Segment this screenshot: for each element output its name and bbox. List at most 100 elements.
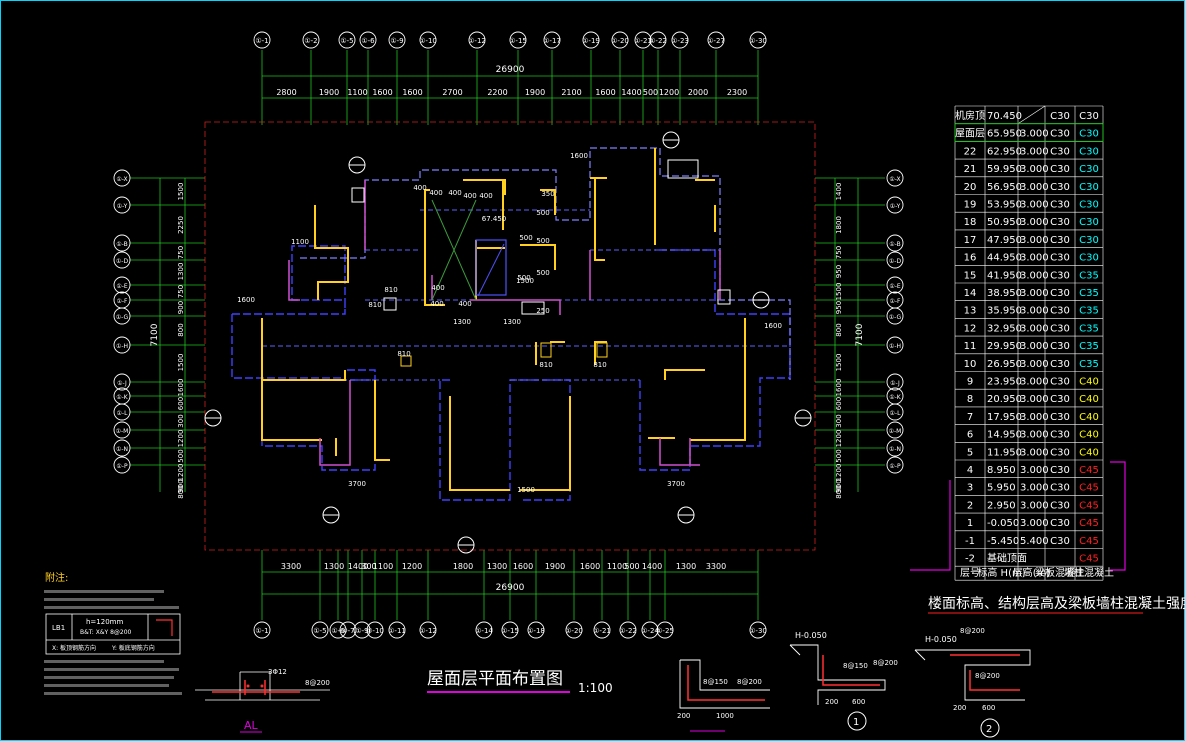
table-floor: 7 — [967, 412, 973, 423]
dim-bottom: 500 — [624, 562, 639, 571]
dim-right: 1400 — [835, 183, 843, 201]
axis-bubble-bottom — [619, 621, 637, 639]
table-height: 3.000 — [1020, 447, 1049, 458]
table-beam-grade: C30 — [1050, 447, 1070, 458]
axis-label-right: ①-D — [889, 258, 902, 265]
axis-label-bottom: ①-25 — [656, 627, 674, 635]
axis-bubble-bottom — [656, 621, 674, 639]
axis-bubble-bottom — [366, 621, 384, 639]
legend-y: Y: 板底钢筋方向 — [111, 644, 155, 652]
plan-label: 500 — [536, 269, 549, 277]
table-height: 3.000 — [1020, 200, 1049, 211]
table-height: 3.000 — [1020, 359, 1049, 370]
plan-label: 3700 — [348, 480, 366, 488]
axis-label-bottom: ①-5 — [313, 627, 326, 635]
dim-top: 1600 — [402, 88, 422, 97]
table-beam-grade: C30 — [1050, 500, 1070, 511]
axis-label-top: ①-9 — [390, 37, 403, 45]
table-beam-grade: C30 — [1050, 483, 1070, 494]
dim-bottom: 1600 — [580, 562, 600, 571]
table-floor: 1 — [967, 518, 973, 529]
axis-bubble-bottom — [641, 621, 659, 639]
dim-top: 1600 — [372, 88, 392, 97]
table-beam-grade: C30 — [1050, 377, 1070, 388]
table-elev: 35.950 — [987, 306, 1022, 317]
table-beam-grade: C30 — [1050, 129, 1070, 140]
table-beam-grade: C30 — [1050, 146, 1070, 157]
table-height: 3.000 — [1020, 270, 1049, 281]
dim-top: 1900 — [319, 88, 339, 97]
axis-bubble-right — [886, 234, 904, 252]
plan-label: 500 — [519, 234, 532, 242]
table-elev: 基础顶面 — [987, 552, 1027, 565]
axis-label-top: ①-12 — [468, 37, 486, 45]
axis-label-right: ①-K — [889, 394, 902, 401]
dim-bottom: 1400 — [642, 562, 662, 571]
plan-label: 400 — [430, 300, 443, 308]
table-beam-grade: C30 — [1050, 200, 1070, 211]
table-beam-grade: C30 — [1050, 518, 1070, 529]
axis-bubble-bottom — [749, 621, 767, 639]
axis-label-right: ①-M — [889, 428, 902, 435]
dim-right: 1200 — [835, 430, 843, 448]
table-floor: 8 — [967, 394, 973, 405]
dim-right: 500 — [835, 449, 843, 462]
dim-left: 1200 — [177, 464, 185, 482]
table-height: 3.000 — [1020, 377, 1049, 388]
table-height: 3.000 — [1020, 430, 1049, 441]
table-elev: 44.950 — [987, 253, 1022, 264]
axis-bubble-top — [543, 31, 561, 49]
dim-right: 800 — [835, 323, 843, 336]
table-column-grade: C35 — [1079, 323, 1099, 334]
axis-label-top: ①-1 — [255, 37, 268, 45]
table-elev: 17.950 — [987, 412, 1022, 423]
note-line — [44, 692, 182, 695]
axis-label-right: ①-E — [889, 283, 901, 290]
table-column-grade: C40 — [1079, 430, 1099, 441]
plan-label: 400 — [448, 189, 461, 197]
table-elev: 56.950 — [987, 182, 1022, 193]
axis-bubble-bottom — [475, 621, 493, 639]
table-beam-grade: C30 — [1050, 253, 1070, 264]
plan-label: 400 — [413, 184, 426, 192]
dim-bottom: 3300 — [706, 562, 726, 571]
detail-2-number: 2 — [986, 724, 992, 735]
table-elev: 38.950 — [987, 288, 1022, 299]
table-elev: 65.950 — [987, 129, 1022, 140]
axis-label-left: ①-F — [117, 298, 129, 305]
detail-parapet-rebar-b: 8@200 — [737, 678, 762, 686]
axis-label-top: ①-23 — [671, 37, 689, 45]
table-column-grade: C30 — [1079, 164, 1099, 175]
dim-left: 500 — [177, 449, 185, 462]
axis-bubble-right — [886, 196, 904, 214]
table-floor: -2 — [965, 554, 975, 565]
note-line — [44, 590, 164, 593]
table-height: 3.000 — [1020, 518, 1049, 529]
table-elev: 2.950 — [987, 500, 1016, 511]
axis-label-left: ①-D — [116, 258, 129, 265]
table-height: 3.000 — [1020, 235, 1049, 246]
table-height: 3.000 — [1020, 288, 1049, 299]
stair-opening — [475, 239, 507, 296]
axis-bubble-top — [707, 31, 725, 49]
axis-bubble-right — [886, 373, 904, 391]
axis-label-left: ①-L — [117, 410, 129, 417]
dim-left: 1600 — [177, 379, 185, 397]
axis-bubble-top — [749, 31, 767, 49]
axis-bubble-right — [886, 307, 904, 325]
plan-label: 400 — [479, 192, 492, 200]
axis-bubble-bottom — [353, 621, 371, 639]
table-floor: 机房顶 — [955, 109, 985, 122]
detail-2-dim-b: 600 — [982, 704, 995, 712]
axis-bubble-left — [113, 307, 131, 325]
plan-label: 1600 — [570, 152, 588, 160]
table-height: 3.000 — [1020, 465, 1049, 476]
axis-bubble-left — [113, 456, 131, 474]
plan-label: 67.450 — [482, 215, 507, 223]
dim-left: 300 — [177, 414, 185, 427]
table-current-row-highlight — [954, 123, 1104, 142]
plan-label: 1600 — [764, 322, 782, 330]
detail-2-rebar — [950, 654, 1020, 691]
